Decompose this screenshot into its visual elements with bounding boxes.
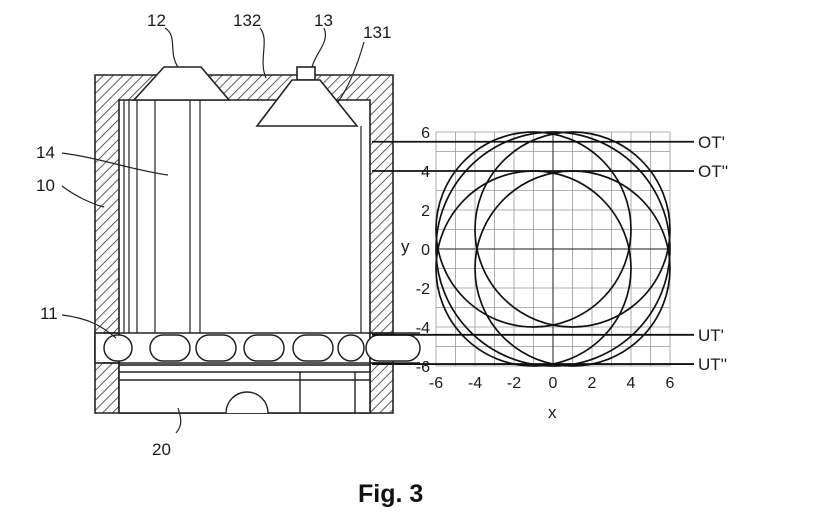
part bbox=[365, 334, 421, 362]
x-tick-labels: -6 -4 -2 0 2 4 6 bbox=[429, 375, 675, 392]
reference-lines: OT' OT'' UT' UT'' bbox=[372, 133, 728, 374]
figure-caption: Fig. 3 bbox=[358, 480, 423, 508]
y-tick-label: 0 bbox=[421, 242, 430, 259]
part bbox=[195, 334, 237, 362]
label-12: 12 bbox=[147, 11, 166, 30]
y-tick-label: 4 bbox=[421, 164, 430, 181]
xy-plot: OT' OT'' UT' UT'' -6 -4 -2 0 2 4 6 6 4 2 0 -2 -4 -6 x y bbox=[372, 125, 728, 422]
base-20 bbox=[119, 371, 370, 414]
reference-line-label: OT' bbox=[698, 133, 725, 152]
reference-line-label: UT'' bbox=[698, 355, 727, 374]
y-tick-label: -6 bbox=[416, 359, 430, 376]
x-tick-label: -6 bbox=[429, 375, 443, 392]
trajectory-circle bbox=[435, 131, 671, 367]
y-tick-label: 6 bbox=[421, 125, 430, 142]
label-10: 10 bbox=[36, 176, 55, 195]
y-tick-labels: 6 4 2 0 -2 -4 -6 bbox=[416, 125, 430, 376]
label-131: 131 bbox=[363, 23, 391, 42]
trajectory-circle bbox=[435, 131, 632, 328]
y-axis-label: y bbox=[401, 237, 410, 256]
part bbox=[243, 334, 285, 362]
y-tick-label: -4 bbox=[416, 320, 430, 337]
plot-grid bbox=[435, 131, 671, 367]
parts-row bbox=[103, 332, 421, 364]
leader-lines bbox=[61, 27, 365, 434]
part bbox=[337, 334, 365, 362]
x-tick-label: 0 bbox=[549, 375, 558, 392]
x-tick-label: -4 bbox=[468, 375, 482, 392]
label-13: 13 bbox=[314, 11, 333, 30]
x-tick-label: 6 bbox=[666, 375, 675, 392]
part bbox=[149, 334, 191, 362]
reference-line-label: OT'' bbox=[698, 162, 728, 181]
reference-line-label: UT' bbox=[698, 326, 724, 345]
nozzle-12 bbox=[132, 66, 231, 101]
x-tick-label: 2 bbox=[588, 375, 597, 392]
x-axis-label: x bbox=[548, 403, 557, 422]
part bbox=[103, 334, 133, 362]
part bbox=[292, 334, 334, 362]
label-11: 11 bbox=[40, 304, 58, 323]
trajectory-circle bbox=[474, 131, 671, 328]
y-tick-label: 2 bbox=[421, 203, 430, 220]
label-14: 14 bbox=[36, 143, 55, 162]
chamber-14 bbox=[123, 100, 362, 333]
label-132: 132 bbox=[233, 11, 261, 30]
x-tick-label: -2 bbox=[507, 375, 521, 392]
x-tick-label: 4 bbox=[627, 375, 636, 392]
label-20: 20 bbox=[152, 440, 171, 459]
y-tick-label: -2 bbox=[416, 281, 430, 298]
sensor-13 bbox=[255, 66, 359, 127]
